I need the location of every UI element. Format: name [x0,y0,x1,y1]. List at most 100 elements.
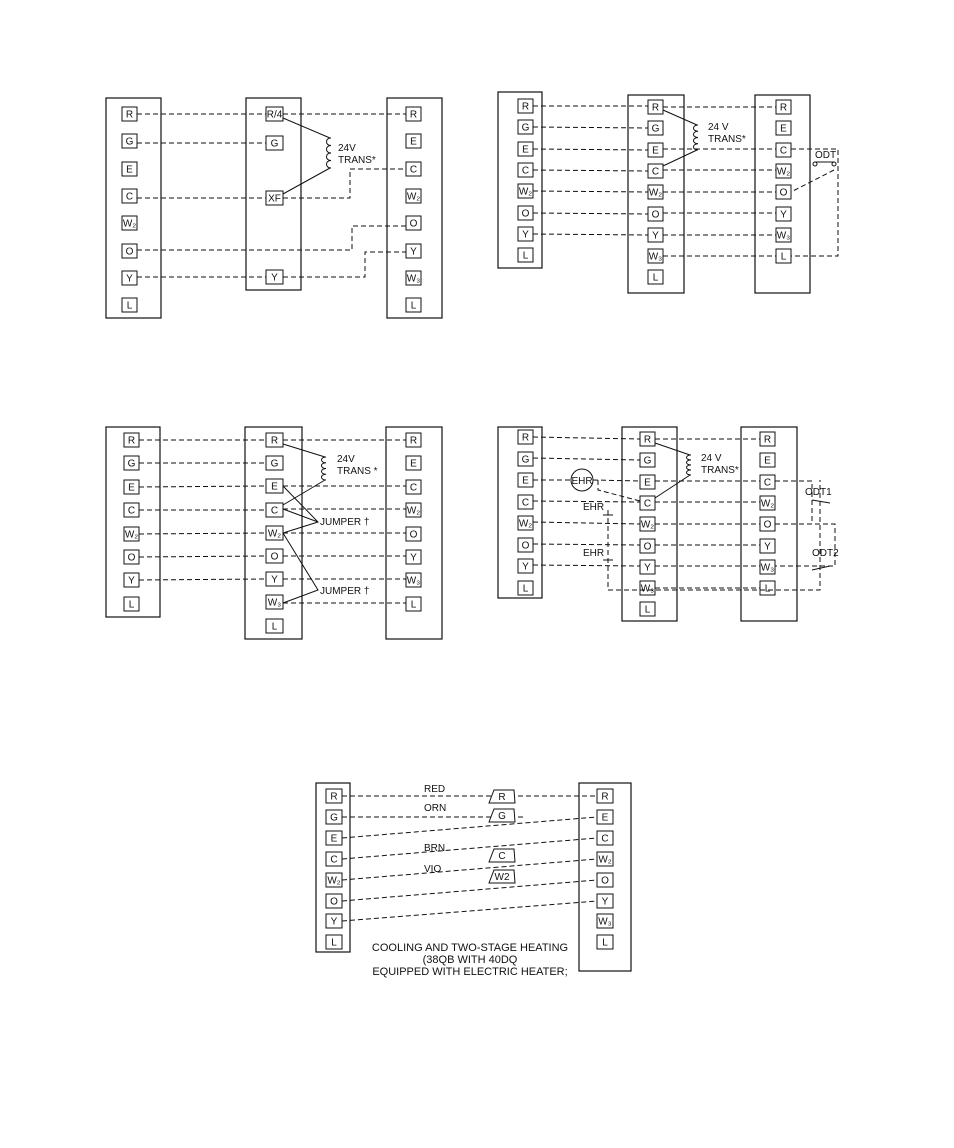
wire-red-label: RED [424,784,445,795]
terminal-label: O [410,219,418,230]
connector-c-label-line: C [498,851,505,862]
terminal-box [405,297,422,313]
terminal-label: O [652,210,660,221]
terminal-label: E [764,456,771,467]
wire-3 [532,169,649,172]
terminal-label: W₂ [125,530,138,541]
terminal-label: G [128,459,136,470]
terminal-label: E [652,146,659,157]
terminal-box [405,479,422,495]
terminal-box [517,558,534,574]
transformer-label-line: 24 V [708,122,729,133]
terminal-label: E [602,813,609,824]
terminal-label: L [781,252,787,263]
terminal-label: G [271,139,279,150]
transformer-label-line: 24 V [701,453,722,464]
terminal-label: C [780,146,787,157]
terminal-label: L [272,622,278,633]
terminal-strip [578,782,632,972]
terminal-label: R [271,436,278,447]
ehr-2-label-line: EHR [583,548,604,559]
diagram-caption-line: COOLING AND TWO-STAGE HEATING [372,942,568,954]
terminal-label: W₃ [268,598,282,609]
terminal-label: W₂ [123,219,136,230]
odt-loop [791,148,839,257]
terminal-box [775,163,792,179]
transformer-lead-bottom [662,149,698,167]
terminal-label: C [522,498,529,509]
terminal-label: O [330,897,338,908]
wire-2 [138,485,267,488]
terminal-label: C [128,506,135,517]
terminal-label: W₂ [519,187,532,198]
terminal-label: E [522,145,529,156]
terminal-label: L [523,251,529,262]
wire-2 [341,816,598,839]
terminal-box [639,474,656,490]
ehr-relay-label: EHR [571,476,592,487]
odt-2-label: ODT2 [812,548,839,559]
transformer-lead-bottom [282,479,326,506]
terminal-box [405,526,422,542]
terminal-label: R [128,436,135,447]
terminal-box [759,474,776,490]
ehr-2-label: EHR [583,548,604,559]
terminal-label: O [644,542,652,553]
terminal-label: G [644,456,652,467]
wire-brn-label-line: BRN [424,843,445,854]
terminal-label: Y [271,273,278,284]
wire-3 [341,837,598,860]
wire-vio-label: VIO [424,864,441,875]
wire-6 [532,233,649,236]
wire-y [532,564,641,567]
terminal-label: C [652,167,659,178]
terminal-label: W₃ [598,917,612,928]
terminal-box [405,596,422,612]
terminal-label: E [644,478,651,489]
terminal-label: C [330,855,337,866]
wire-orn-label: ORN [424,803,446,814]
terminal-label: E [128,483,135,494]
terminal-box [405,133,422,149]
terminal-label: W₂ [407,192,420,203]
terminal-label: W₃ [407,274,421,285]
wire-5 [341,879,598,902]
diagram-caption-line: (38QB WITH 40DQ [423,954,518,966]
wire-o [532,543,641,546]
terminal-label: E [410,459,417,470]
jumper-1b [282,508,319,523]
terminal-label: R/4 [267,110,283,121]
terminal-label: O [522,209,530,220]
terminal-label: L [602,938,608,949]
terminal-label: R [601,792,608,803]
terminal-box [596,809,614,825]
terminal-box [517,247,534,263]
terminal-label: E [331,834,338,845]
terminal-box [121,270,138,286]
jumper-1-label-line: JUMPER † [320,517,369,528]
terminal-box [517,494,534,510]
wiring-diagram-4: RGECW₂OYLRGECW₂OYW₃LRECW₂OYW₃LEHREHREHR2… [497,426,839,622]
terminal-label: Y [128,576,135,587]
ehr-feed [597,480,641,502]
transformer-lead-top [654,442,691,456]
terminal-label: R [764,435,771,446]
terminal-label: O [271,552,279,563]
terminal-label: XF [268,194,281,205]
terminal-label: R [644,435,651,446]
terminal-box [265,594,284,610]
terminal-box [759,495,776,511]
terminal-label: W₂ [519,519,532,530]
connector-r-label: R [498,792,505,803]
terminal-label: Y [602,897,609,908]
terminal-label: L [411,600,417,611]
connector-g-label: G [498,811,506,822]
terminal-box [121,297,138,313]
terminal-label: W₃ [407,576,421,587]
terminal-label: G [271,459,279,470]
terminal-label: Y [764,542,771,553]
connector-g-label-line: G [498,811,506,822]
